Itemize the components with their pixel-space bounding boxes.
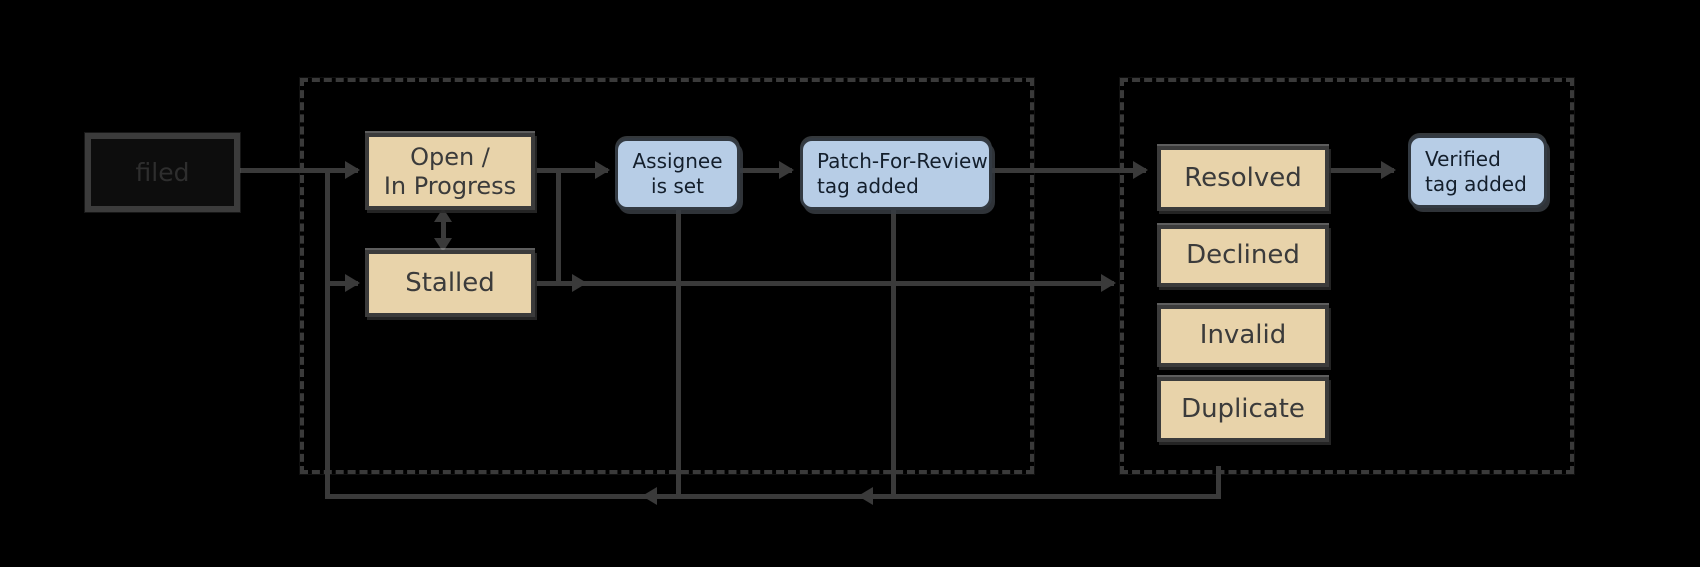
node-open-line2: In Progress [383,171,517,200]
arrowhead-up-into-open [434,208,452,222]
arrowhead-stalled-row-junction [572,274,587,292]
node-open-in-progress: Open / In Progress [365,133,535,210]
node-declined-label: Declined [1186,240,1300,271]
node-resolved: Resolved [1157,146,1329,211]
open-states-cluster [300,78,1034,474]
edge-resolved-to-verified [1329,168,1394,173]
node-open-line1: Open / [410,142,490,171]
node-verified-line2: tag added [1425,171,1527,196]
node-duplicate-label: Duplicate [1181,393,1305,424]
arrowhead-feedback-left-1 [642,487,657,505]
node-verified-line1: Verified [1425,146,1501,171]
arrowhead-into-closed-cluster [1101,274,1116,292]
arrowhead-into-resolved [1133,161,1148,179]
node-patch-line2: tag added [817,174,919,198]
arrowhead-feedback-left-2 [858,487,873,505]
node-assignee-line1: Assignee [632,149,723,173]
node-filed-label: filed [135,158,190,187]
edge-filed-to-open [240,168,358,173]
edge-stalled-to-closed [535,281,1114,286]
node-assignee-line2: is set [651,174,704,198]
edge-patch-drop-vertical [891,210,896,499]
edge-assignee-drop-vertical [676,210,681,499]
edge-feedback-left-vertical [325,168,330,499]
arrowhead-into-patch [779,161,794,179]
arrowhead-into-assignee [595,161,610,179]
node-invalid-label: Invalid [1199,320,1287,351]
edge-assignee-to-patch [740,168,792,173]
node-duplicate: Duplicate [1157,377,1329,442]
arrowhead-down-into-stalled [434,238,452,252]
node-filed: filed [85,133,240,212]
node-patch-for-review: Patch-For-Review tag added [800,138,992,210]
node-stalled: Stalled [365,250,535,317]
edge-open-stalled-vertical [441,214,446,246]
edge-feedback-to-stalled [328,281,358,286]
node-verified-tag-added: Verified tag added [1408,135,1547,208]
edge-closed-drop-vertical [1216,466,1221,499]
arrowhead-into-open [345,161,360,179]
node-assignee-is-set: Assignee is set [615,138,740,210]
node-patch-line1: Patch-For-Review [817,149,988,173]
arrowhead-into-verified [1381,161,1396,179]
edge-feedback-bottom [328,494,1218,499]
edge-open-to-closed-vertical [556,168,561,283]
edge-open-to-assignee [535,168,608,173]
node-invalid: Invalid [1157,305,1329,367]
edge-patch-to-resolved [992,168,1146,173]
node-resolved-label: Resolved [1184,162,1302,193]
arrowhead-into-stalled [345,274,360,292]
node-stalled-label: Stalled [405,267,495,298]
closed-states-cluster [1120,78,1574,474]
node-declined: Declined [1157,225,1329,287]
